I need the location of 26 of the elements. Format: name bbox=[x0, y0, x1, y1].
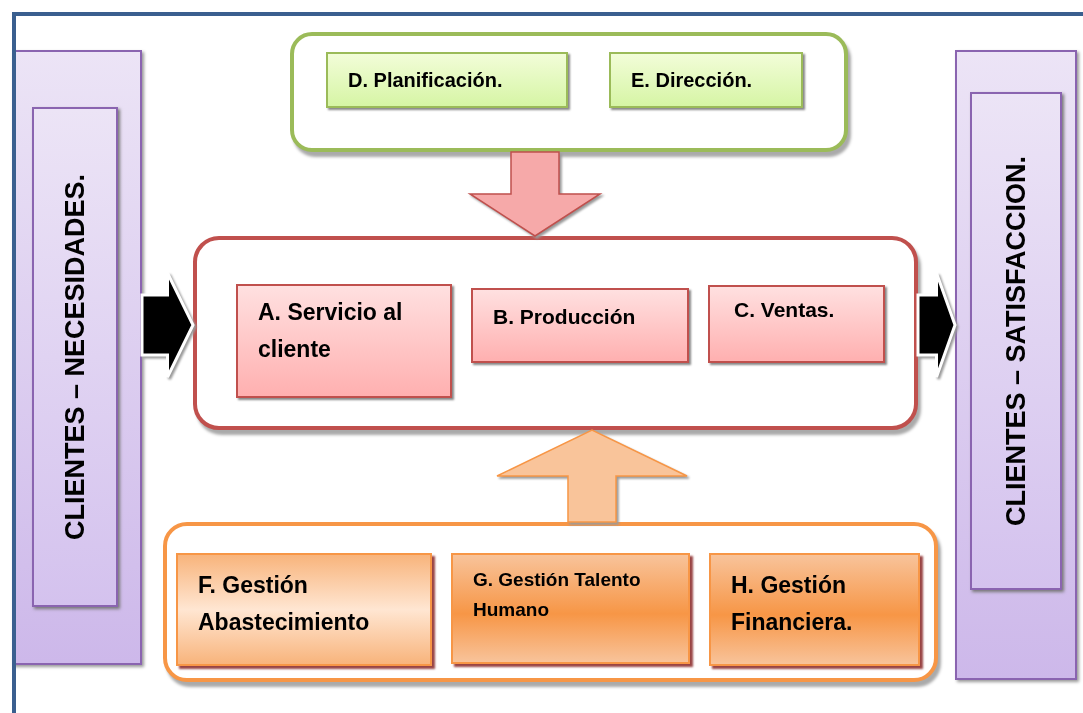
group-box bbox=[163, 522, 938, 682]
side-panel bbox=[955, 50, 1077, 680]
process-box bbox=[708, 285, 885, 363]
process-box bbox=[709, 553, 920, 666]
box-label: CLIENTES – NECESIDADES. bbox=[59, 173, 91, 541]
block-arrow bbox=[467, 151, 603, 237]
label-box bbox=[970, 92, 1062, 590]
process-box bbox=[326, 52, 568, 108]
group-box bbox=[193, 236, 918, 430]
label-box bbox=[32, 107, 118, 607]
box-label: D. Planificación. bbox=[348, 68, 504, 93]
process-box bbox=[236, 284, 452, 398]
process-box bbox=[176, 553, 432, 666]
process-box bbox=[451, 553, 690, 664]
box-label: B. Producción bbox=[493, 304, 637, 330]
process-box bbox=[471, 288, 689, 363]
box-label: G. Gestión Talento Humano bbox=[473, 568, 642, 623]
box-label: CLIENTES – SATISFACCION. bbox=[1000, 156, 1032, 526]
block-arrow bbox=[496, 429, 688, 523]
box-label: C. Ventas. bbox=[734, 297, 836, 323]
box-label: A. Servicio al cliente bbox=[258, 298, 404, 364]
process-box bbox=[609, 52, 803, 108]
box-label: F. Gestión Abastecimiento bbox=[198, 571, 371, 637]
group-box bbox=[290, 32, 848, 152]
box-label: E. Dirección. bbox=[631, 68, 754, 93]
box-label: H. Gestión Financiera. bbox=[731, 571, 854, 637]
